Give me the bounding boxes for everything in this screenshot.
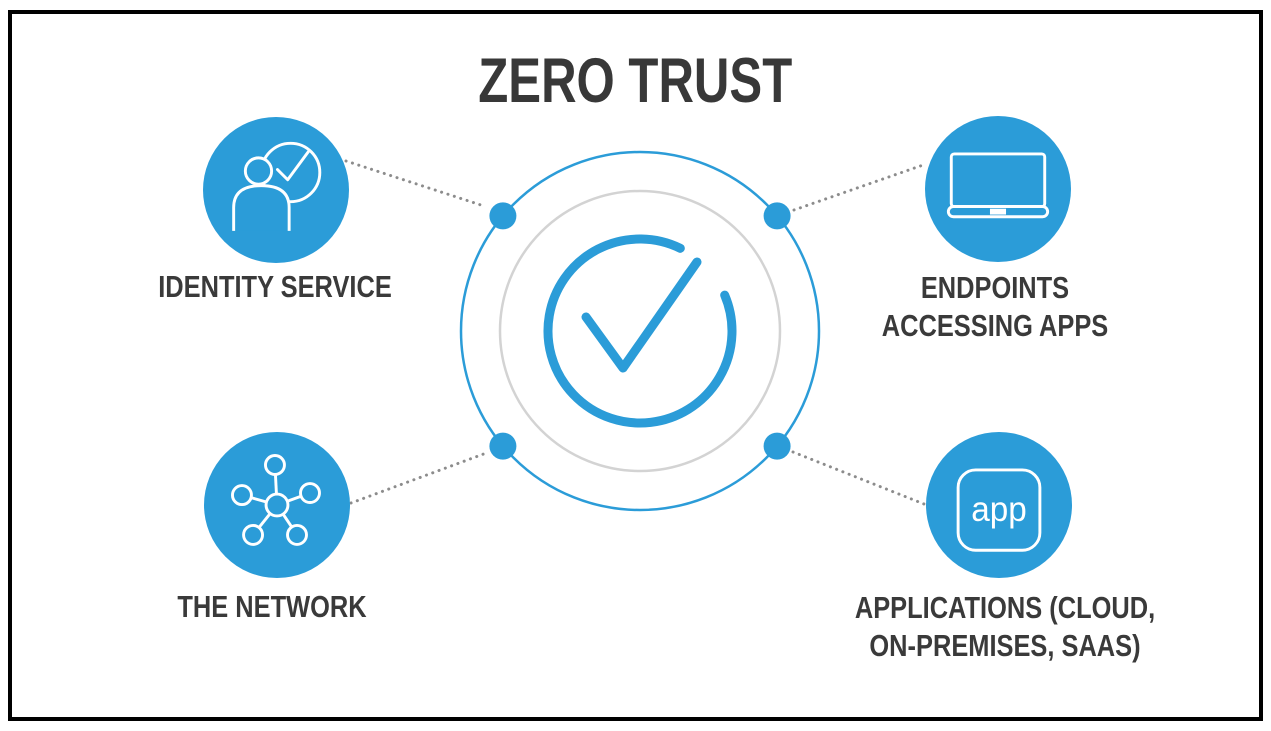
orbit-dot-top-left	[489, 202, 517, 230]
user-check-icon	[232, 141, 322, 231]
laptop-icon	[946, 152, 1050, 219]
applications-label-line2: ON-PREMISES, SAAS)	[869, 628, 1141, 663]
connector-top-right	[792, 162, 928, 212]
page-title-text: ZERO TRUST	[478, 46, 793, 116]
network-node	[204, 432, 350, 578]
app-icon-text: app	[971, 490, 1026, 529]
orbit-dot-bottom-right	[763, 432, 791, 460]
app-icon: app	[956, 468, 1042, 552]
network-icon	[231, 454, 321, 546]
orbit-dot-bottom-left	[489, 432, 517, 460]
applications-label-line1: APPLICATIONS (CLOUD,	[854, 590, 1156, 625]
inner-gray-ring	[498, 189, 782, 473]
endpoints-label-line1: ENDPOINTS	[920, 270, 1070, 305]
identity-service-node	[203, 117, 349, 263]
connector-top-left	[344, 159, 486, 208]
endpoints-node	[925, 116, 1071, 262]
check-circle-arc	[543, 234, 737, 428]
check-mark	[581, 257, 702, 373]
identity-service-label: IDENTITY SERVICE	[70, 268, 480, 306]
connector-bottom-left	[349, 450, 491, 505]
endpoints-label: ENDPOINTS ACCESSING APPS	[790, 269, 1200, 345]
check-circle-icon	[543, 234, 737, 428]
endpoints-label-line2: ACCESSING APPS	[881, 308, 1109, 343]
network-label-text: THE NETWORK	[177, 589, 367, 624]
outer-orbit-ring	[459, 150, 821, 512]
page-title: ZERO TRUST	[0, 50, 1271, 113]
orbit-dot-top-right	[763, 202, 791, 230]
applications-node: app	[926, 432, 1072, 578]
applications-label: APPLICATIONS (CLOUD, ON-PREMISES, SAAS)	[800, 589, 1210, 665]
connector-bottom-right	[791, 450, 926, 506]
network-label: THE NETWORK	[67, 588, 477, 626]
identity-service-label-text: IDENTITY SERVICE	[158, 269, 392, 304]
